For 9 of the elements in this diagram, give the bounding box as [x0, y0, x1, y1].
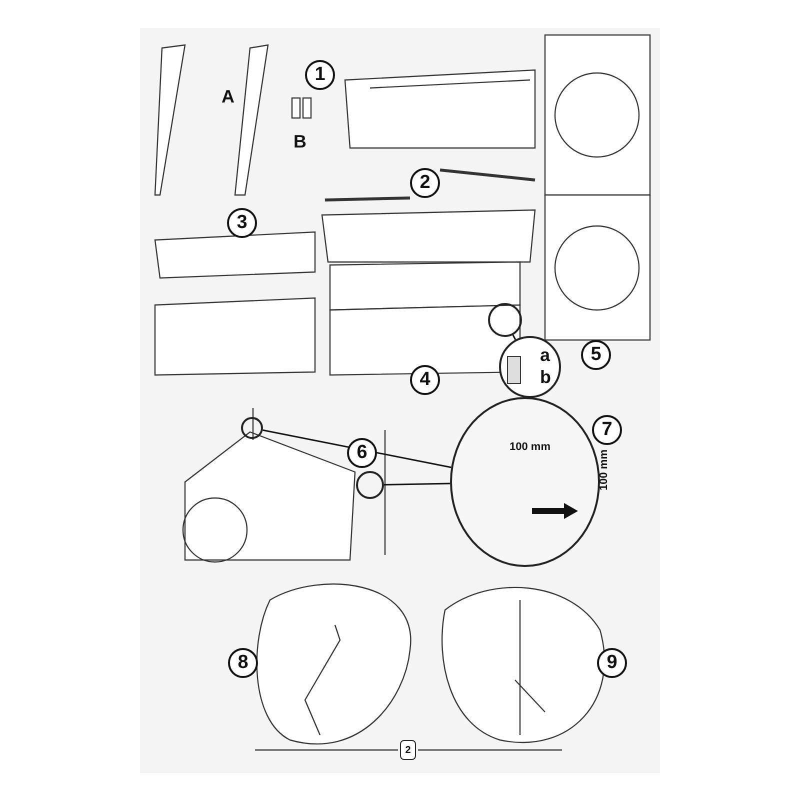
part-letter: A — [222, 86, 234, 108]
dimension-label: 100 mm — [596, 450, 611, 490]
leader-line — [512, 334, 516, 340]
page-number: 2 — [400, 740, 416, 760]
part-letter: b — [540, 366, 551, 388]
dimension-label: 100 mm — [510, 440, 550, 455]
leader-line — [384, 482, 450, 486]
part-letter: B — [294, 130, 306, 154]
part-letter: a — [540, 344, 551, 366]
